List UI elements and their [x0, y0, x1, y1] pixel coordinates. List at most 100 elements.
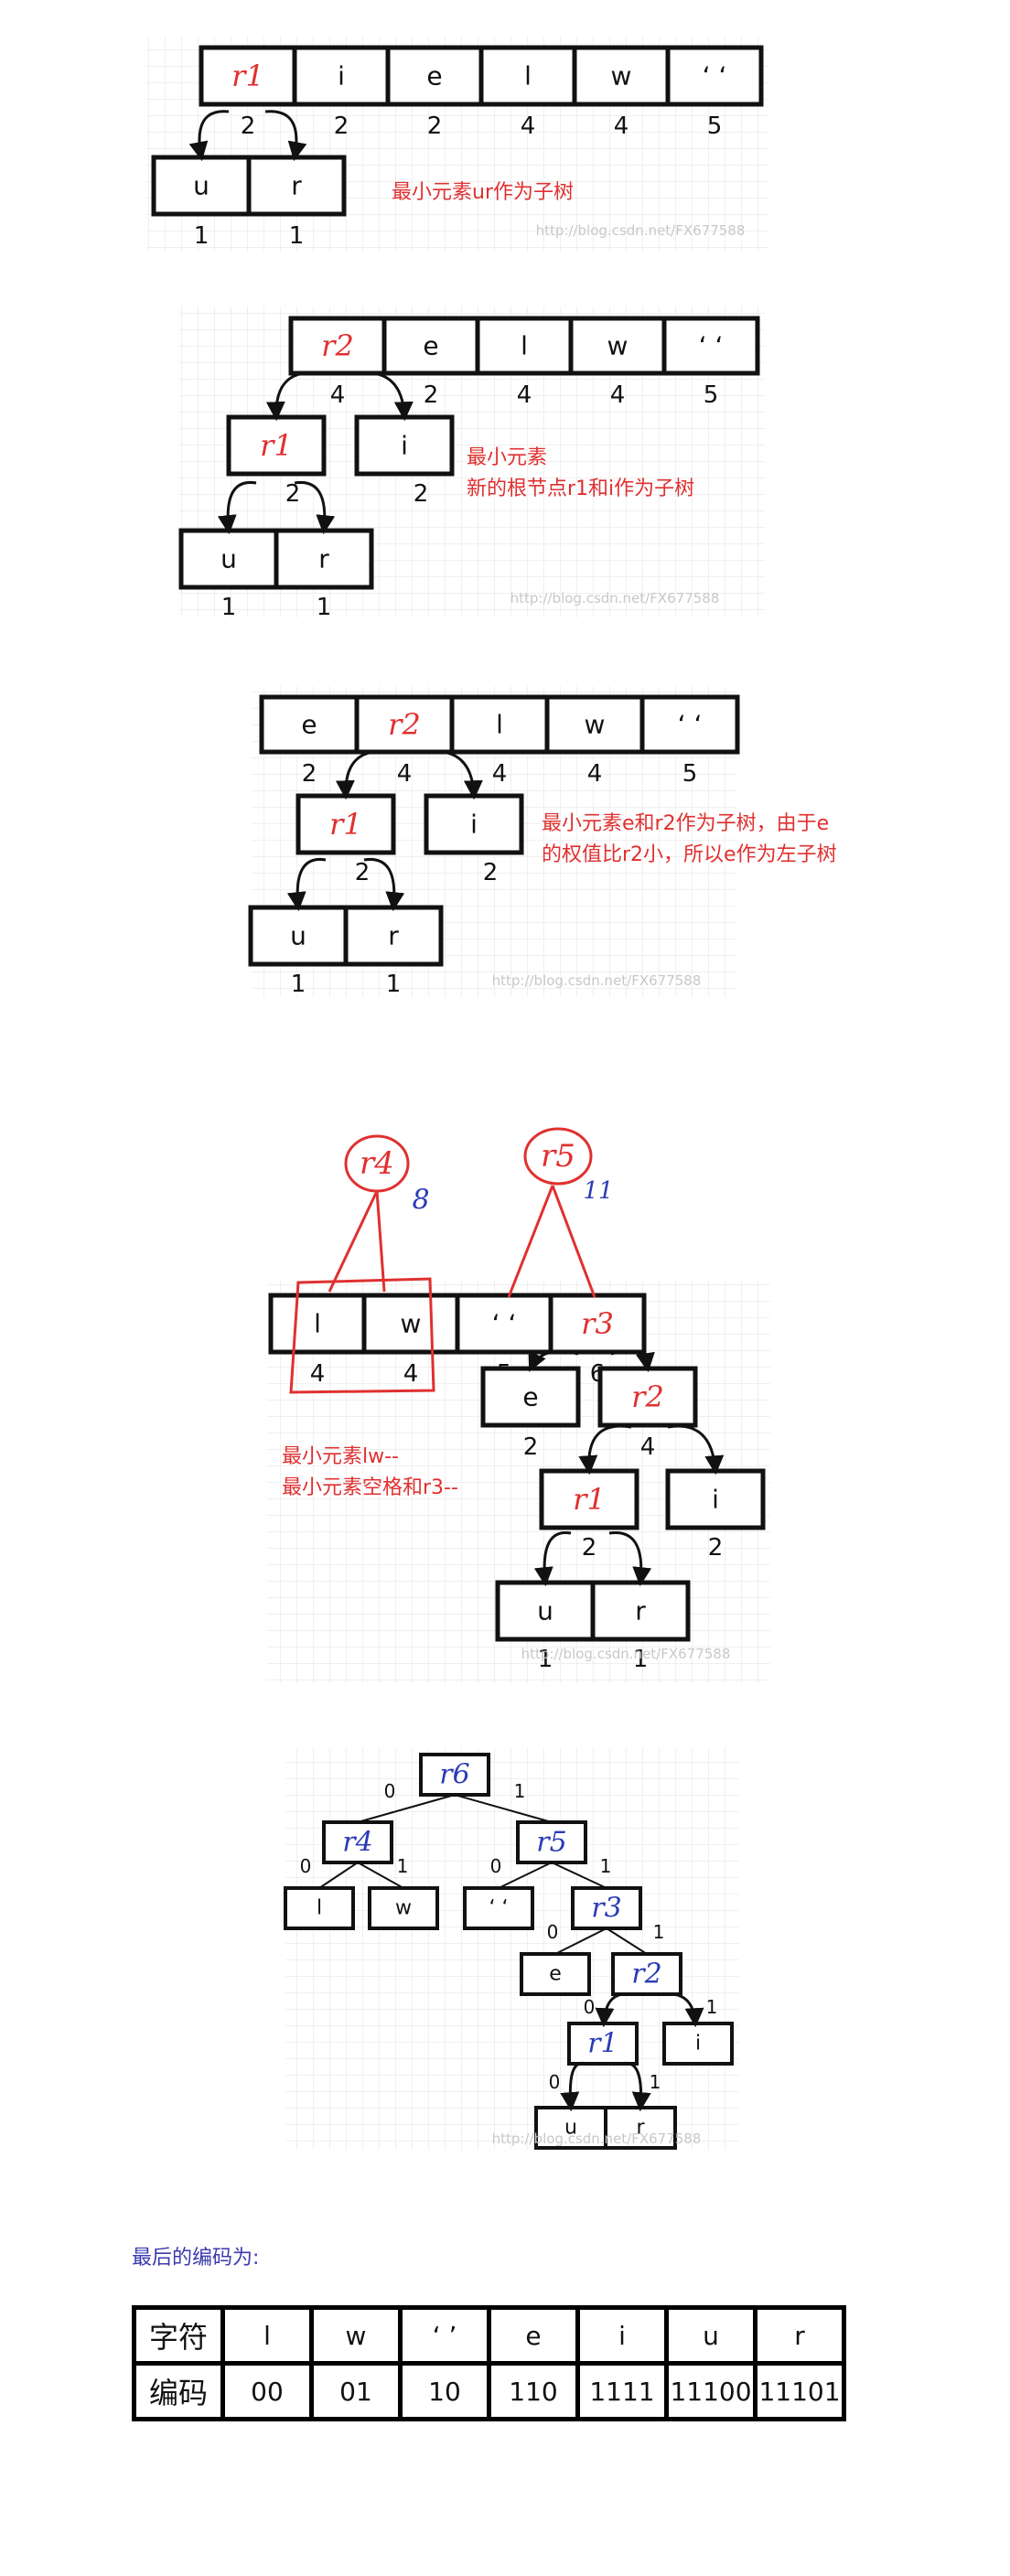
step1-weight: 4: [614, 113, 629, 140]
tree-bit: 0: [384, 1780, 396, 1802]
step3-arrow-left: [335, 749, 391, 800]
step3-leaf-weight: 1: [386, 971, 402, 998]
tree-edge: [554, 1927, 607, 1955]
step1-u-label: u: [193, 171, 210, 201]
tree-r-label: r: [636, 2117, 645, 2140]
tree-edge: [454, 1794, 553, 1823]
code-table-cell: 字符: [132, 2305, 225, 2366]
step3-array-cell-label: ‘ ‘: [678, 710, 703, 740]
step4-u-weight: 1: [538, 1646, 553, 1673]
step4-r5-label: r5: [541, 1138, 575, 1175]
code-table-cell: 00: [220, 2361, 314, 2421]
code-table-cell: 01: [309, 2361, 403, 2421]
caption-line: 最小元素e和r2作为子树，由于e: [542, 812, 830, 835]
step2-leaf-weight: 1: [221, 594, 237, 621]
tree-arrow: [621, 2061, 651, 2112]
watermark: http://blog.csdn.net/FX677588: [492, 972, 702, 989]
step4-r-weight: 1: [633, 1646, 649, 1673]
step3-weight: 4: [397, 760, 413, 788]
step1-array-cell-label: e: [426, 61, 442, 91]
tree-bit: 1: [600, 1855, 612, 1877]
tree-edge: [498, 1862, 553, 1889]
final-code-title: 最后的编码为:: [132, 2247, 260, 2270]
code-table-cell: 110: [487, 2361, 580, 2421]
step2-array-cell-label: ‘ ‘: [699, 331, 724, 361]
tree-bit: 1: [653, 1921, 665, 1943]
step4-array-cell-box: [455, 1293, 553, 1355]
step4-lw-outline: [289, 1277, 435, 1394]
step2-weight: 4: [610, 381, 626, 409]
step1-array-cell-label: l: [524, 61, 532, 91]
step1-array-cell-label: w: [611, 61, 632, 91]
step4-i-weight: 2: [708, 1534, 724, 1562]
step2-array-cell-label: r2: [321, 328, 354, 363]
step3-array-cell-label: l: [496, 710, 503, 740]
tree-space-label: ‘ ‘: [489, 1897, 509, 1920]
watermark: http://blog.csdn.net/FX677588: [492, 2131, 702, 2147]
step3-weight: 4: [492, 760, 508, 788]
tree-bit: 0: [547, 1921, 559, 1943]
step4-arrow-i: [667, 1424, 725, 1476]
step4-r1-weight: 2: [582, 1534, 597, 1562]
step3-arrow-lr: [363, 857, 405, 912]
code-table-cell: 11100: [664, 2361, 758, 2421]
step3-mid-weight: 2: [483, 859, 499, 886]
step4-arrow-r2: [610, 1349, 655, 1373]
step4-i-label: i: [712, 1485, 719, 1515]
caption-line: 新的根节点r1和i作为子树: [467, 478, 695, 500]
step1-array-cell-label: ‘ ‘: [703, 61, 727, 91]
step2-weight: 4: [517, 381, 532, 409]
step4-r-box: [590, 1580, 691, 1642]
step2-arrow-left: [265, 370, 321, 422]
step4-r5-weight: 11: [583, 1177, 613, 1205]
step2-array-cell-label: l: [521, 331, 528, 361]
step4-r-label: r: [635, 1596, 646, 1626]
step3-weight: 2: [302, 760, 317, 788]
tree-w-box: [368, 1886, 439, 1930]
tree-e-label: e: [549, 1963, 562, 1986]
tree-r6-label: r6: [439, 1759, 469, 1791]
step4-r5-edge-right: [551, 1185, 596, 1298]
caption-step4: 最小元素lw-- 最小元素空格和r3--: [282, 1442, 458, 1504]
tree-r4-box: [322, 1820, 393, 1864]
step1-r-label: r: [291, 171, 302, 201]
tree-bit: 1: [397, 1855, 409, 1877]
tree-bit: 1: [706, 1996, 718, 2018]
step1-weight: 2: [427, 113, 443, 140]
caption-step3: 最小元素e和r2作为子树，由于e 的权值比r2小，所以e作为左子树: [542, 809, 837, 871]
step2-array-cell-box: [661, 316, 760, 376]
code-table-cell: r: [753, 2305, 846, 2366]
tree-edge: [606, 1927, 648, 1955]
code-table-cell: w: [309, 2305, 403, 2366]
step1-weight: 4: [521, 113, 536, 140]
caption-step1: 最小元素ur作为子树: [392, 177, 574, 209]
step4-arrow-u: [533, 1530, 572, 1587]
step2-mid-weight: 2: [414, 480, 429, 508]
step2-weight: 2: [424, 381, 439, 409]
step2-array-cell-label: w: [607, 331, 629, 361]
tree-edge: [357, 1862, 404, 1889]
step3-r1-label: r1: [329, 807, 362, 842]
step3-u-label: u: [290, 921, 306, 951]
step4-r4-edge-right: [375, 1190, 386, 1293]
step3-array-cell-label: w: [585, 710, 606, 740]
step3-array-cell-box: [259, 694, 360, 755]
step4-array-cell-box: [548, 1293, 647, 1355]
step1-leaf-weight: 1: [194, 222, 210, 250]
tree-edge: [318, 1862, 359, 1889]
code-table-cell: 编码: [132, 2361, 225, 2421]
step2-r1-label: r1: [260, 428, 293, 463]
step4-weight: 4: [403, 1360, 419, 1388]
tree-bit: 1: [650, 2071, 661, 2093]
step2-r-label: r: [318, 544, 329, 574]
watermark: http://blog.csdn.net/FX677588: [510, 590, 720, 606]
step3-r-box: [343, 905, 444, 967]
tree-r5-label: r5: [536, 1827, 566, 1859]
code-table-header-row: 字符 l w ‘ ’ e i u r: [132, 2305, 846, 2366]
caption-line: 的权值比r2小，所以e作为左子树: [542, 843, 837, 866]
step4-r2-weight: 4: [640, 1433, 656, 1461]
caption-line: 最小元素: [467, 446, 548, 469]
step2-r-box: [274, 528, 374, 590]
tree-space-box: [463, 1886, 534, 1930]
